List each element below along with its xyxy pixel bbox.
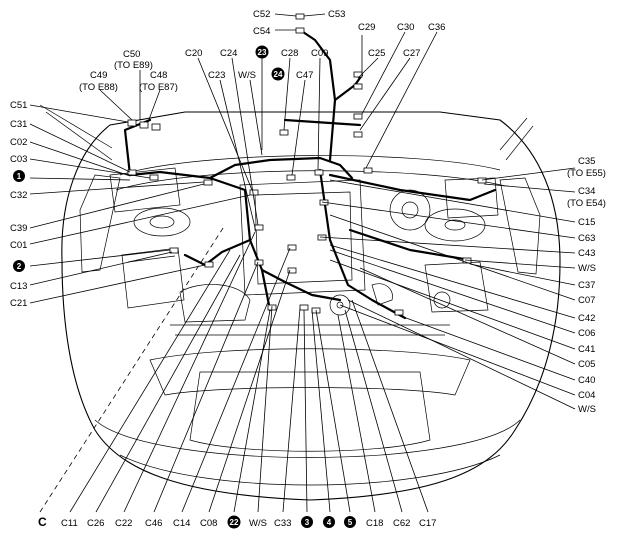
label-c29: C29 [358, 22, 375, 33]
label-c04: C04 [578, 390, 595, 401]
label-c14: C14 [173, 518, 190, 529]
label-c18: C18 [366, 518, 383, 529]
svg-text:5: 5 [348, 518, 353, 527]
label-c09: C09 [311, 48, 328, 59]
bottom-labels: C C11 C26 C22 C46 C14 C08 W/S C33 C18 C6… [38, 515, 436, 529]
label-c26: C26 [87, 518, 104, 529]
label-c11: C11 [61, 518, 78, 529]
label-ws-right: W/S [578, 263, 596, 274]
car-body-outline [39, 104, 561, 501]
svg-text:2: 2 [17, 262, 22, 271]
label-c53: C53 [328, 9, 345, 20]
ground-badges: 1 2 23 24 22 3 4 5 [13, 45, 356, 529]
label-c36: C36 [428, 22, 445, 33]
svg-text:4: 4 [327, 518, 332, 527]
label-c46: C46 [145, 518, 162, 529]
label-to-e89: (TO E89) [114, 60, 153, 71]
badge-23: 23 [255, 45, 269, 59]
svg-text:22: 22 [230, 518, 239, 527]
label-c48: C48 [150, 70, 167, 81]
label-c17: C17 [419, 518, 436, 529]
label-c27: C27 [403, 48, 420, 59]
label-ws-right2: W/S [578, 404, 596, 415]
label-c25: C25 [368, 48, 385, 59]
right-labels: C35 (TO E55) C34 (TO E54) C15 C63 C43 W/… [567, 156, 606, 415]
label-c06: C06 [578, 328, 595, 339]
label-c22: C22 [115, 518, 132, 529]
label-c39: C39 [10, 223, 27, 234]
label-c54: C54 [253, 26, 270, 37]
label-to-e55: (TO E55) [567, 168, 606, 179]
badge-4: 4 [323, 516, 335, 528]
svg-text:3: 3 [305, 518, 310, 527]
label-c40: C40 [578, 375, 595, 386]
label-c62: C62 [393, 518, 410, 529]
label-view-c: C [38, 515, 47, 529]
label-to-e54: (TO E54) [567, 198, 606, 209]
label-to-e87: (TO E87) [139, 82, 178, 93]
label-c47: C47 [296, 70, 313, 81]
label-c08: C08 [200, 518, 217, 529]
wiring-harness [123, 28, 497, 320]
label-c50: C50 [123, 49, 140, 60]
label-c30: C30 [397, 22, 414, 33]
label-c43: C43 [578, 248, 595, 259]
label-c05: C05 [578, 359, 595, 370]
label-c23: C23 [208, 70, 225, 81]
label-c28: C28 [281, 48, 298, 59]
badge-22: 22 [227, 515, 241, 529]
badge-1: 1 [13, 170, 25, 182]
connector-markers [127, 13, 487, 316]
label-c01: C01 [10, 240, 27, 251]
label-c35: C35 [578, 156, 595, 167]
label-c63: C63 [578, 233, 595, 244]
label-c31: C31 [10, 119, 27, 130]
label-c20: C20 [185, 48, 202, 59]
label-c52: C52 [253, 9, 270, 20]
label-c15: C15 [578, 217, 595, 228]
label-c21: C21 [10, 298, 27, 309]
badge-5: 5 [344, 516, 356, 528]
top-labels: C52 C53 C54 C29 C30 C36 C50 (TO E89) C20… [79, 9, 445, 93]
label-c02: C02 [10, 137, 27, 148]
label-c33: C33 [274, 518, 291, 529]
label-c24: C24 [220, 48, 237, 59]
label-c42: C42 [578, 313, 595, 324]
label-c03: C03 [10, 154, 27, 165]
badge-3: 3 [301, 516, 313, 528]
label-ws-bottom: W/S [249, 518, 267, 529]
label-c41: C41 [578, 344, 595, 355]
label-c13: C13 [10, 281, 27, 292]
engine-components [109, 167, 499, 323]
label-c32: C32 [10, 190, 27, 201]
label-c07: C07 [578, 295, 595, 306]
leader-lines [29, 13, 576, 513]
svg-text:24: 24 [274, 70, 283, 79]
label-c34: C34 [578, 186, 595, 197]
label-ws-top: W/S [238, 70, 256, 81]
badge-2: 2 [13, 260, 25, 272]
svg-text:1: 1 [17, 172, 22, 181]
label-c37: C37 [578, 280, 595, 291]
badge-24: 24 [271, 67, 285, 81]
label-to-e88: (TO E88) [79, 82, 118, 93]
svg-text:23: 23 [258, 48, 267, 57]
left-labels: C51 C31 C02 C03 C32 C39 C01 C13 C21 [10, 100, 27, 309]
label-c51: C51 [10, 100, 27, 111]
label-c49: C49 [90, 70, 107, 81]
